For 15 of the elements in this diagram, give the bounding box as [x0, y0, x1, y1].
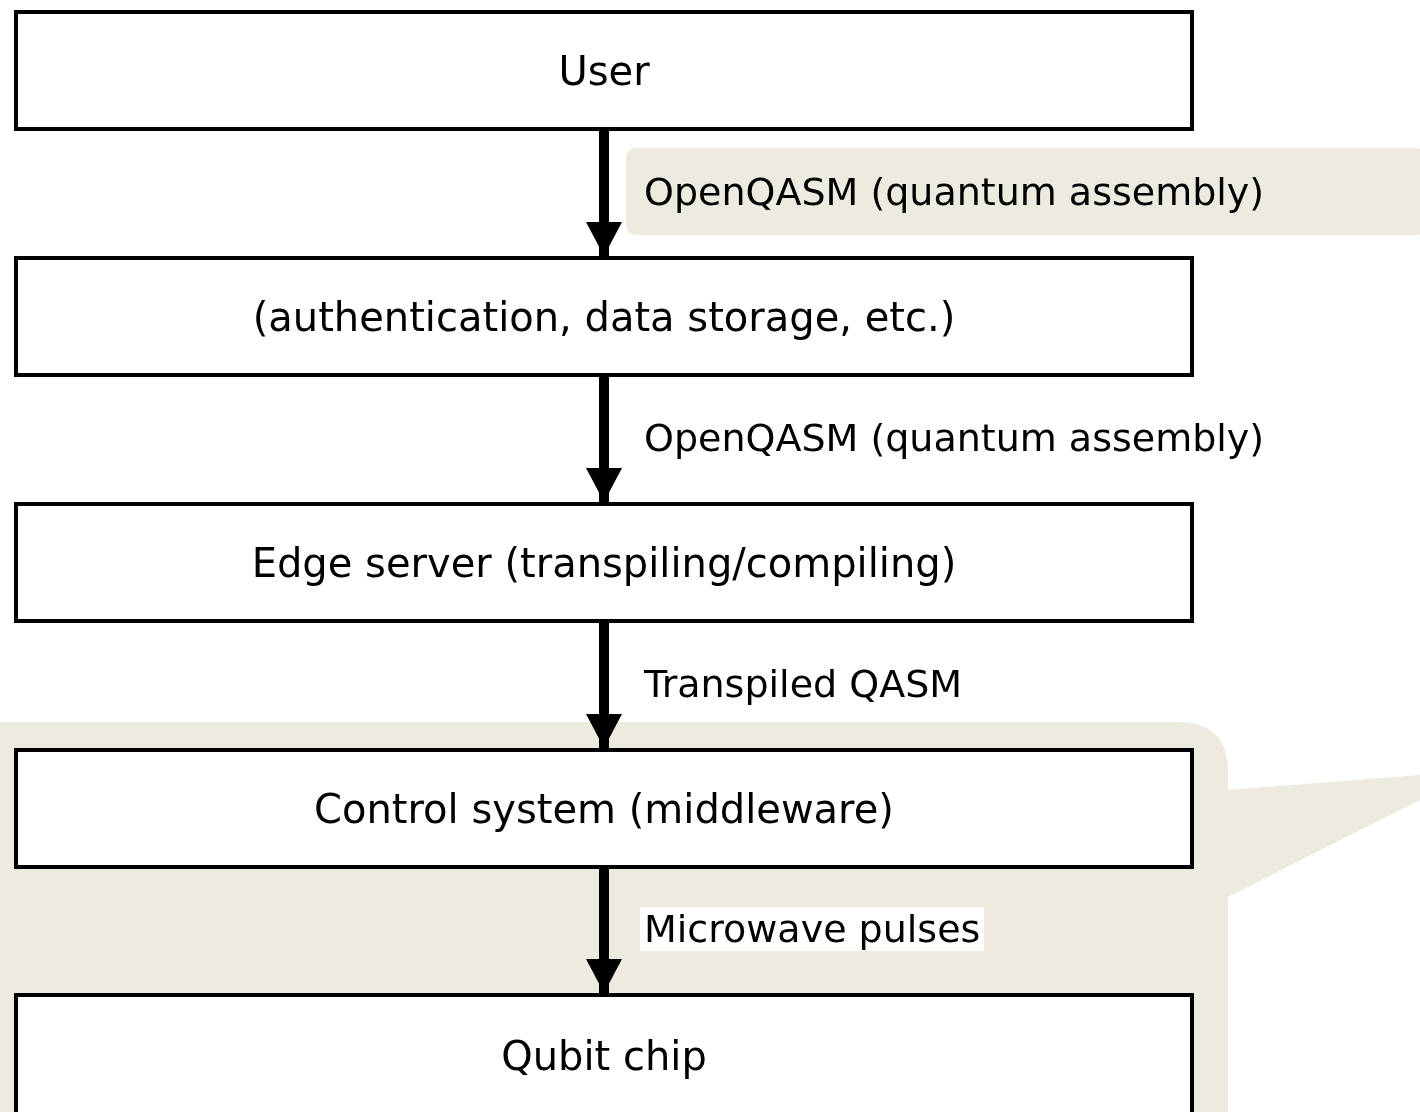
- process-box: [14, 256, 1194, 377]
- arrow: [586, 623, 622, 748]
- box-label: Edge server (transpiling/compiling): [251, 539, 957, 586]
- box-label: Control system (middleware): [314, 785, 894, 832]
- process-box: [14, 993, 1194, 1112]
- box-label: (authentication, data storage, etc.): [252, 293, 956, 340]
- arrow: [586, 869, 622, 993]
- edge-label: Microwave pulses: [640, 907, 985, 951]
- process-box: [14, 502, 1194, 623]
- box-label: Qubit chip: [501, 1032, 707, 1079]
- process-box: [14, 10, 1194, 131]
- arrow: [586, 131, 622, 256]
- process-box: [14, 748, 1194, 869]
- box-label: User: [558, 47, 650, 94]
- arrow: [586, 377, 622, 502]
